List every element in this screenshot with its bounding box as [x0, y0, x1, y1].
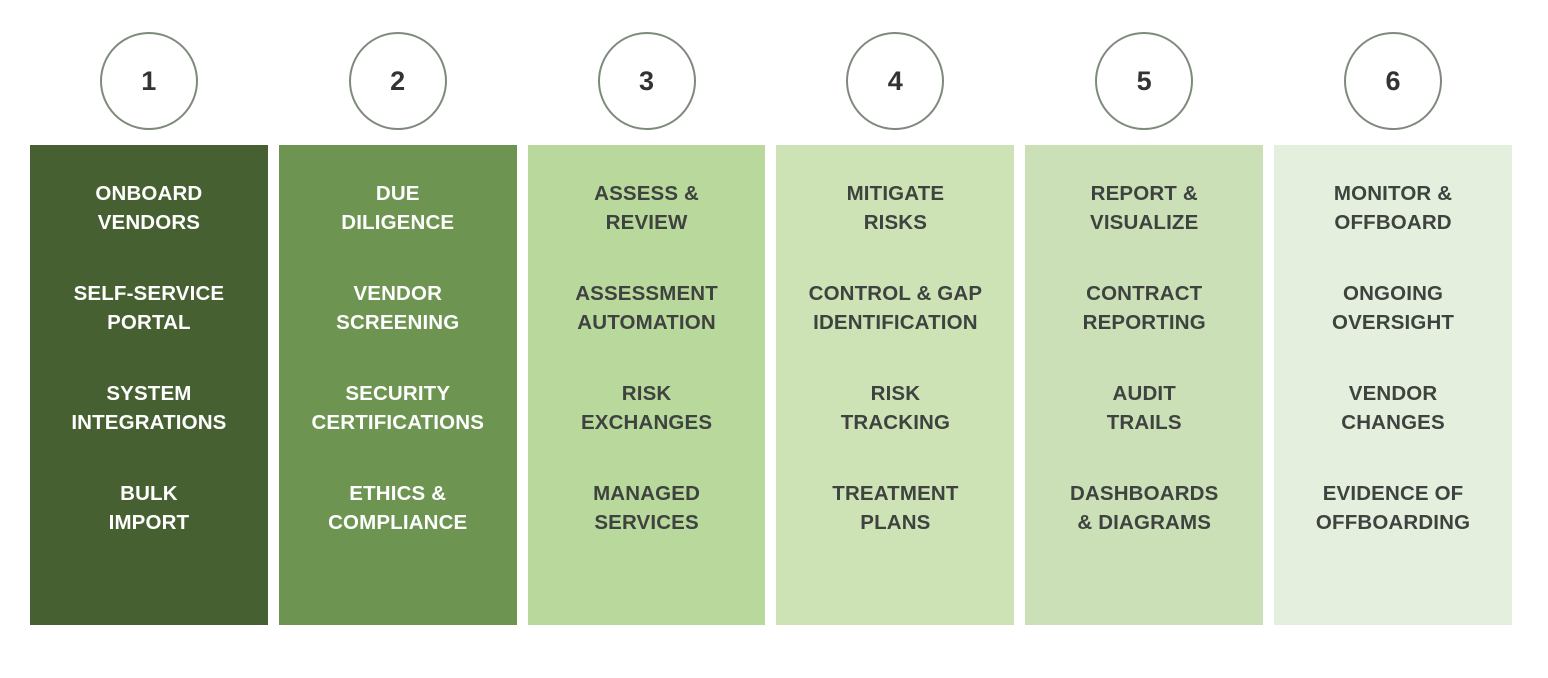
step-circle-6[interactable]: 6: [1344, 32, 1443, 130]
step-item-4-3: TREATMENT PLANS: [782, 479, 1008, 579]
step-heading-4: MITIGATE RISKS: [782, 179, 1008, 279]
step-circle-2[interactable]: 2: [348, 32, 447, 130]
step-circle-cell-5: 5: [1025, 30, 1263, 132]
step-item-6-2-line2: CHANGES: [1341, 411, 1445, 434]
step-item-5-3: DASHBOARDS & DIAGRAMS: [1031, 479, 1257, 579]
step-item-1-2-line1: SYSTEM: [106, 382, 192, 405]
step-item-2-3: ETHICS & COMPLIANCE: [285, 479, 511, 579]
step-item-6-3-line2: OFFBOARDING: [1315, 511, 1471, 534]
step-item-3-3-line1: MANAGED: [593, 482, 701, 505]
step-item-2-1: VENDOR SCREENING: [285, 279, 511, 379]
step-item-4-1-line2: IDENTIFICATION: [813, 311, 978, 334]
step-item-3-2-line1: RISK: [621, 382, 672, 405]
step-column-4[interactable]: MITIGATE RISKS CONTROL & GAP IDENTIFICAT…: [776, 145, 1015, 625]
step-heading-2-line2: DILIGENCE: [341, 211, 455, 234]
step-item-1-1-line2: PORTAL: [107, 311, 191, 334]
step-circle-cell-6: 6: [1274, 30, 1512, 132]
step-column-1[interactable]: ONBOARD VENDORS SELF-SERVICE PORTAL SYST…: [30, 145, 268, 625]
step-item-5-3-line2: & DIAGRAMS: [1077, 511, 1212, 534]
step-item-6-2: VENDOR CHANGES: [1280, 379, 1506, 479]
step-heading-3-line1: ASSESS &: [594, 182, 699, 205]
step-item-5-2-line2: TRAILS: [1106, 411, 1182, 434]
step-heading-1-line1: ONBOARD: [95, 182, 203, 205]
step-circle-cell-2: 2: [279, 30, 517, 132]
step-circle-3[interactable]: 3: [597, 32, 696, 130]
step-item-2-2-line1: SECURITY: [345, 382, 451, 405]
step-circle-5[interactable]: 5: [1095, 32, 1194, 130]
step-item-1-2: SYSTEM INTEGRATIONS: [36, 379, 262, 479]
step-item-2-3-line1: ETHICS &: [349, 482, 447, 505]
step-item-6-1-line1: ONGOING: [1342, 282, 1444, 305]
step-item-1-3-line1: BULK: [120, 482, 178, 505]
step-item-3-3: MANAGED SERVICES: [534, 479, 760, 579]
step-heading-3: ASSESS & REVIEW: [534, 179, 760, 279]
step-item-3-2: RISK EXCHANGES: [534, 379, 760, 479]
step-item-3-1-line1: ASSESSMENT: [575, 282, 718, 305]
step-heading-1-line2: VENDORS: [97, 211, 201, 234]
step-item-2-2: SECURITY CERTIFICATIONS: [285, 379, 511, 479]
step-columns-row: ONBOARD VENDORS SELF-SERVICE PORTAL SYST…: [30, 145, 1512, 625]
step-item-4-3-line1: TREATMENT: [832, 482, 959, 505]
step-heading-5: REPORT & VISUALIZE: [1031, 179, 1257, 279]
step-heading-6-line2: OFFBOARD: [1334, 211, 1452, 234]
step-heading-4-line1: MITIGATE: [846, 182, 945, 205]
step-number-3: 3: [638, 65, 655, 96]
step-item-2-3-line2: COMPLIANCE: [328, 511, 468, 534]
step-item-3-1-line2: AUTOMATION: [577, 311, 716, 334]
step-item-3-1: ASSESSMENT AUTOMATION: [534, 279, 760, 379]
step-item-4-2-line2: TRACKING: [840, 411, 951, 434]
step-item-1-1-line1: SELF-SERVICE: [73, 282, 225, 305]
step-item-1-2-line2: INTEGRATIONS: [71, 411, 227, 434]
step-number-6: 6: [1385, 65, 1401, 96]
step-item-6-1: ONGOING OVERSIGHT: [1280, 279, 1506, 379]
step-item-5-1-line1: CONTRACT: [1086, 282, 1203, 305]
step-column-2[interactable]: DUE DILIGENCE VENDOR SCREENING SECURITY …: [278, 145, 517, 625]
step-circle-1[interactable]: 1: [99, 32, 198, 130]
step-item-6-2-line1: VENDOR: [1348, 382, 1438, 405]
step-number-4: 4: [887, 65, 903, 96]
step-item-6-3-line1: EVIDENCE OF: [1322, 482, 1464, 505]
step-number-1: 1: [141, 65, 157, 96]
step-heading-6: MONITOR & OFFBOARD: [1280, 179, 1506, 279]
step-heading-3-line2: REVIEW: [605, 211, 688, 234]
step-item-6-1-line2: OVERSIGHT: [1332, 311, 1455, 334]
step-heading-4-line2: RISKS: [863, 211, 928, 234]
step-circle-cell-1: 1: [30, 30, 268, 132]
step-circle-4[interactable]: 4: [846, 32, 945, 130]
step-item-1-3-line2: IMPORT: [108, 511, 190, 534]
step-column-6[interactable]: MONITOR & OFFBOARD ONGOING OVERSIGHT VEN…: [1274, 145, 1512, 625]
step-item-2-1-line1: VENDOR: [353, 282, 443, 305]
step-number-2: 2: [390, 65, 406, 96]
step-item-1-1: SELF-SERVICE PORTAL: [36, 279, 262, 379]
step-item-5-1-line2: REPORTING: [1082, 311, 1206, 334]
step-item-5-3-line1: DASHBOARDS: [1070, 482, 1219, 505]
step-item-4-1-line1: CONTROL & GAP: [808, 282, 983, 305]
step-item-4-2: RISK TRACKING: [782, 379, 1008, 479]
step-circle-cell-3: 3: [528, 30, 766, 132]
step-heading-5-line1: REPORT &: [1090, 182, 1198, 205]
step-item-4-3-line2: PLANS: [860, 511, 931, 534]
step-item-5-1: CONTRACT REPORTING: [1031, 279, 1257, 379]
step-heading-6-line1: MONITOR &: [1333, 182, 1453, 205]
step-heading-2: DUE DILIGENCE: [285, 179, 511, 279]
step-number-5: 5: [1136, 65, 1152, 96]
step-item-4-1: CONTROL & GAP IDENTIFICATION: [782, 279, 1008, 379]
step-circle-cell-4: 4: [776, 30, 1014, 132]
step-item-2-1-line2: SCREENING: [336, 311, 460, 334]
step-item-3-2-line2: EXCHANGES: [580, 411, 713, 434]
step-item-3-3-line2: SERVICES: [594, 511, 699, 534]
step-item-1-3: BULK IMPORT: [36, 479, 262, 579]
step-column-5[interactable]: REPORT & VISUALIZE CONTRACT REPORTING AU…: [1025, 145, 1264, 625]
step-heading-2-line1: DUE: [375, 182, 420, 205]
step-item-5-2: AUDIT TRAILS: [1031, 379, 1257, 479]
step-item-5-2-line1: AUDIT: [1112, 382, 1176, 405]
step-number-row: 1 2 3 4 5 6: [30, 30, 1512, 132]
step-item-2-2-line2: CERTIFICATIONS: [311, 411, 485, 434]
step-heading-1: ONBOARD VENDORS: [36, 179, 262, 279]
step-column-3[interactable]: ASSESS & REVIEW ASSESSMENT AUTOMATION RI…: [527, 145, 766, 625]
step-item-4-2-line1: RISK: [870, 382, 921, 405]
step-heading-5-line2: VISUALIZE: [1090, 211, 1199, 234]
step-item-6-3: EVIDENCE OF OFFBOARDING: [1280, 479, 1506, 579]
